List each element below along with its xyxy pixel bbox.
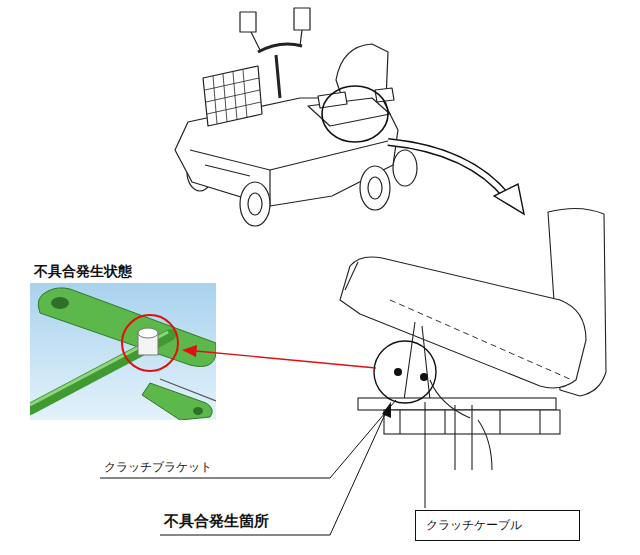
frame-rib [400, 410, 540, 434]
defect-inset: 不具合発生状態 [30, 283, 216, 420]
wheel [248, 193, 262, 215]
mirror-post [250, 30, 302, 50]
part-name: クラッチケーブル [426, 517, 569, 534]
pointer-arrowhead [494, 184, 524, 214]
handlebar [258, 44, 302, 52]
wheel [368, 177, 382, 199]
seat-edge [345, 262, 358, 290]
pivot-dot [394, 368, 402, 376]
inset-heading: 不具合発生状態 [34, 263, 132, 281]
cable [455, 405, 492, 470]
pointer-arrow [388, 142, 508, 198]
cable [430, 380, 470, 418]
focus-circle [322, 86, 388, 142]
mirror [294, 8, 310, 30]
pointer-arrow [388, 142, 508, 198]
red-arrowhead [182, 345, 197, 357]
body-line [205, 165, 250, 176]
body-line [190, 140, 392, 170]
basket [203, 66, 262, 126]
wheel [240, 182, 270, 226]
pivot-dot [420, 373, 428, 381]
leader-arrowhead [382, 402, 391, 418]
clutch-bracket [404, 322, 430, 400]
steering-column [276, 55, 280, 98]
wheel [393, 150, 417, 186]
hinge-line [390, 300, 572, 380]
mirror [240, 12, 256, 32]
defect-photo [30, 283, 216, 420]
seat-cushion [340, 257, 586, 388]
basket-grid [205, 70, 261, 124]
leader-line [425, 402, 426, 508]
red-pointer [196, 351, 376, 368]
part-label: クラッチブラケット [104, 459, 212, 476]
detail-circle [374, 341, 436, 403]
defect-location-label: 不具合発生箇所 [164, 512, 269, 531]
label-box: クラッチケーブル [415, 510, 580, 541]
wheel [360, 166, 390, 210]
